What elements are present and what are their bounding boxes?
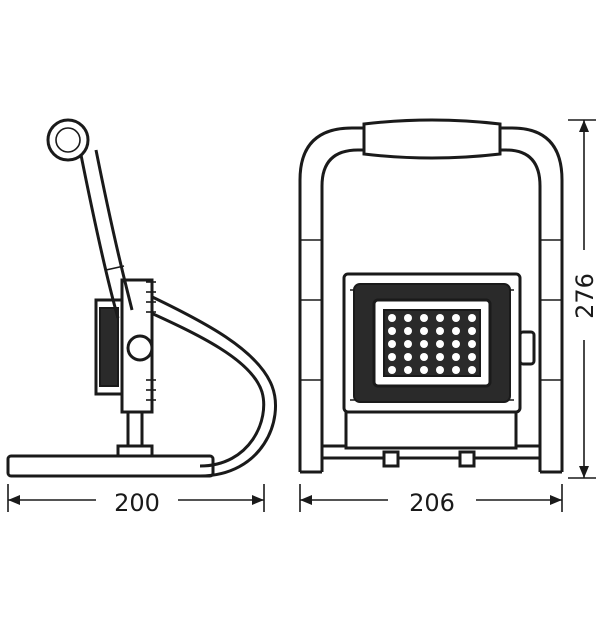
led-dot	[452, 366, 460, 374]
front-led-grid	[388, 314, 476, 374]
led-dot	[388, 353, 396, 361]
side-handle-arm-inner	[94, 149, 134, 311]
front-frame-segments	[300, 239, 562, 381]
dimension-width-side: 200	[7, 484, 265, 517]
led-dot	[404, 327, 412, 335]
front-led-panel	[383, 309, 481, 377]
led-dot	[468, 340, 476, 348]
led-dot	[420, 314, 428, 322]
led-dot	[404, 340, 412, 348]
led-dot	[388, 366, 396, 374]
dimension-label-206: 206	[409, 489, 455, 517]
led-dot	[420, 327, 428, 335]
front-top-grip	[362, 118, 502, 160]
led-dot	[404, 353, 412, 361]
dimension-width-front: 206	[299, 484, 563, 517]
led-dot	[436, 314, 444, 322]
side-post-foot	[116, 444, 154, 458]
led-dot	[468, 366, 476, 374]
led-dot	[436, 366, 444, 374]
led-dot	[420, 340, 428, 348]
led-dot	[404, 314, 412, 322]
led-dot	[452, 340, 460, 348]
side-handle-arm-outer	[78, 149, 120, 319]
led-dot	[452, 327, 460, 335]
side-base-bar	[6, 454, 215, 478]
front-side-knob	[518, 330, 536, 366]
led-dot	[420, 353, 428, 361]
led-dot	[404, 366, 412, 374]
led-dot	[468, 353, 476, 361]
led-dot	[436, 340, 444, 348]
led-dot	[452, 353, 460, 361]
led-dot	[436, 327, 444, 335]
side-grip-line	[105, 265, 125, 271]
front-bracket-bolt-left	[382, 450, 400, 468]
led-dot	[468, 327, 476, 335]
side-lamp-panel	[99, 307, 119, 387]
side-knob	[126, 334, 154, 362]
led-dot	[468, 314, 476, 322]
led-dot	[388, 340, 396, 348]
dimension-height-front: 276	[568, 119, 599, 479]
side-handle-top-loop	[46, 118, 90, 162]
led-dot	[420, 366, 428, 374]
front-bracket-bolt-right	[458, 450, 476, 468]
led-dot	[452, 314, 460, 322]
front-view	[298, 118, 564, 474]
side-handle-top-loop-inner	[55, 127, 81, 153]
led-dot	[388, 314, 396, 322]
front-frame-inner	[320, 148, 542, 472]
side-curved-handle	[139, 306, 266, 468]
dimension-label-276: 276	[571, 273, 599, 319]
side-lamp-fins	[146, 281, 156, 401]
side-curved-handle-inner	[145, 292, 277, 478]
led-dot	[436, 353, 444, 361]
dimension-label-200: 200	[114, 489, 160, 517]
side-view	[6, 118, 277, 478]
led-dot	[388, 327, 396, 335]
